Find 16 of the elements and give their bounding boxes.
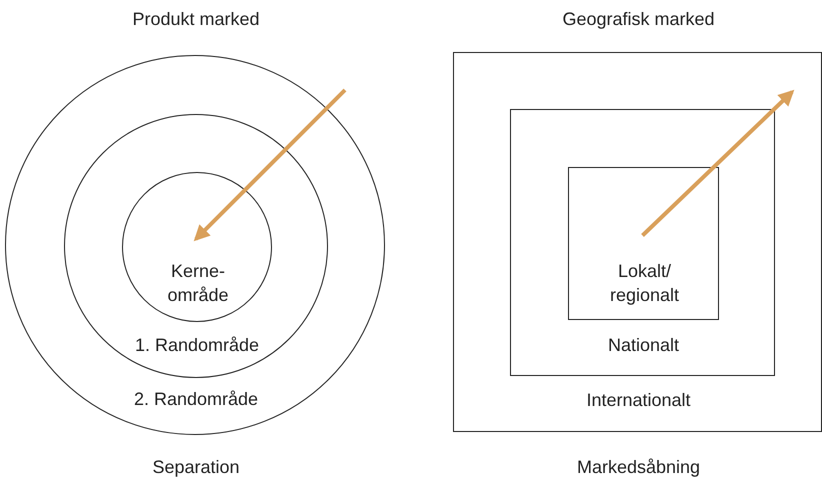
- region-label: 1. Randområde: [134, 334, 260, 357]
- arrow: [194, 88, 346, 242]
- market-square: [510, 109, 775, 376]
- arrow: [641, 90, 794, 237]
- node-label: Markedsåbning: [576, 456, 700, 479]
- market-circle: [122, 172, 272, 322]
- market-square: [568, 167, 719, 320]
- heading: Geografisk marked: [562, 8, 715, 31]
- region-label: Kerne- område: [166, 260, 230, 307]
- region-label: Internationalt: [586, 389, 691, 412]
- market-circle: [64, 114, 328, 378]
- region-label: 2. Randområde: [134, 388, 258, 411]
- heading: Produkt marked: [132, 8, 260, 31]
- region-label: Nationalt: [608, 334, 680, 357]
- region-label: Lokalt/ regionalt: [608, 260, 680, 307]
- node-label: Separation: [152, 456, 240, 479]
